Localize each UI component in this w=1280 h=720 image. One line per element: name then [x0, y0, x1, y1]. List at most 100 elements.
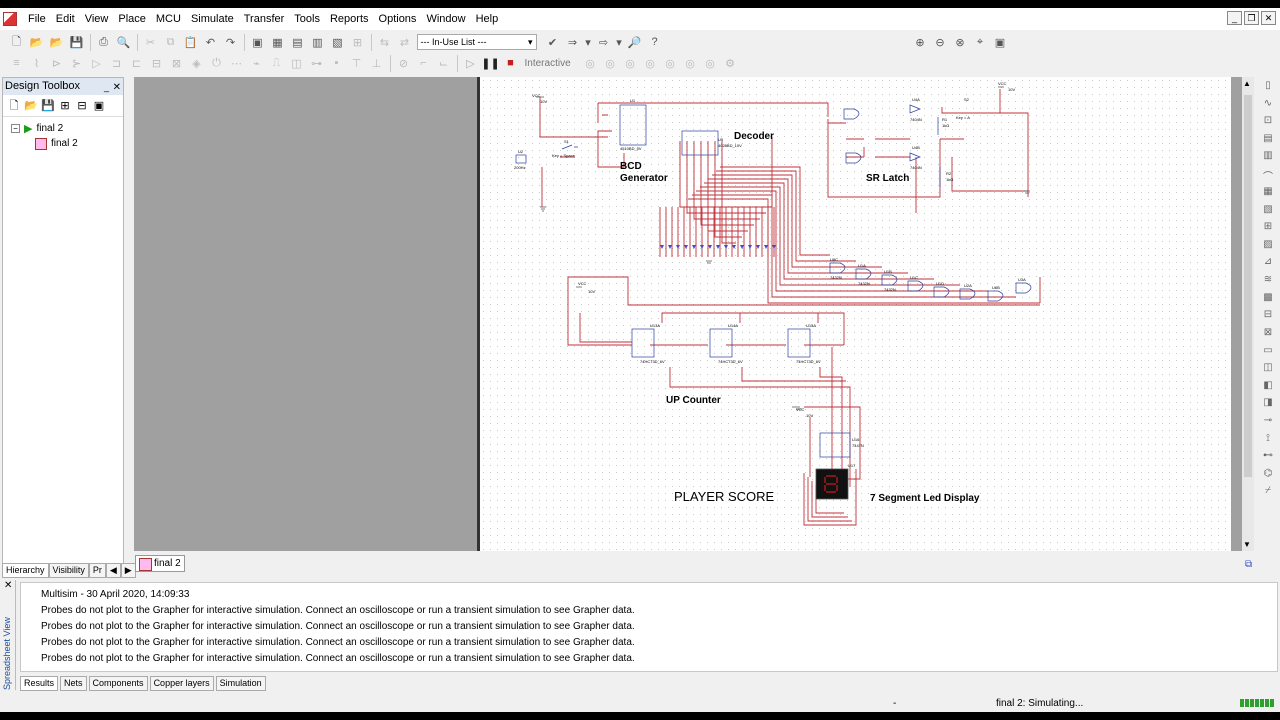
tab-copper-layers[interactable]: Copper layers [149, 676, 214, 691]
current-probe-icon[interactable]: ⊸ [1263, 414, 1273, 426]
new-sheet-icon[interactable]: ⊞ [60, 99, 70, 112]
run-icon[interactable]: ▷ [466, 57, 475, 70]
in-use-list-dropdown[interactable]: --- In-Use List --- [416, 34, 537, 50]
probe-icon[interactable]: ⊘ [398, 57, 409, 70]
menu-edit[interactable]: Edit [55, 13, 75, 25]
database-icon[interactable]: ▧ [332, 36, 343, 49]
u1-chip[interactable] [619, 104, 647, 146]
line-icon[interactable]: ⌙ [438, 57, 449, 70]
tree-item-sheet[interactable]: final 2 [11, 136, 123, 151]
undo-icon[interactable]: ↶ [205, 36, 216, 49]
component-wizard-icon[interactable]: ⊞ [352, 36, 363, 49]
fullscreen-icon[interactable]: ▣ [252, 36, 263, 49]
probe-diff-icon[interactable]: ◎ [665, 57, 675, 70]
u2-clock[interactable] [515, 154, 527, 164]
logic-analyzer-icon[interactable]: ▨ [1263, 238, 1273, 250]
menu-transfer[interactable]: Transfer [243, 13, 285, 25]
led-icons[interactable] [660, 245, 776, 249]
forward-annotate-icon[interactable]: ⇄ [399, 36, 410, 49]
probe-voltage-icon[interactable]: ◎ [585, 57, 595, 70]
postprocessor-icon[interactable]: ▥ [312, 36, 323, 49]
u14a-flipflop[interactable] [709, 328, 733, 358]
u16-decoder[interactable] [819, 432, 851, 458]
menu-place[interactable]: Place [118, 13, 146, 25]
stop-icon[interactable]: ■ [507, 57, 514, 69]
network-analyzer-icon[interactable]: ⊟ [1263, 309, 1273, 321]
copy-icon[interactable]: ⧉ [166, 35, 175, 48]
simulation-mode-label[interactable]: Interactive [524, 57, 571, 69]
tab-project[interactable]: Pr [88, 563, 106, 578]
u15a-flipflop[interactable] [787, 328, 811, 358]
tile-windows-icon[interactable]: ⧉ [1245, 559, 1253, 570]
app-icon[interactable] [3, 12, 17, 26]
tab-nets[interactable]: Nets [60, 676, 87, 691]
mixed-icon[interactable]: ⊠ [171, 57, 182, 70]
tab-simulation[interactable]: Simulation [215, 676, 266, 691]
iv-analyzer-icon[interactable]: ⊿ [1263, 256, 1273, 268]
collapse-icon[interactable]: − [11, 124, 20, 133]
minimize-panel-icon[interactable]: _ [103, 82, 109, 92]
tab-components[interactable]: Components [88, 676, 148, 691]
probe-current-icon[interactable]: ◎ [605, 57, 615, 70]
tab-scroll-left-icon[interactable]: ◀ [105, 563, 121, 578]
indicator-icon[interactable]: ◈ [192, 57, 201, 70]
wire-icon[interactable]: ⌐ [420, 57, 427, 69]
open-samples-icon[interactable]: 📂 [49, 36, 64, 49]
transistor-icon[interactable]: ⊱ [71, 57, 82, 70]
print-icon[interactable]: ⎙ [99, 35, 108, 48]
scroll-up-icon[interactable]: ▲ [1243, 79, 1251, 88]
misc-icon[interactable]: ⋯ [231, 57, 242, 70]
frequency-counter-icon[interactable]: ▦ [1263, 186, 1273, 198]
gear-icon[interactable]: ⚙ [725, 57, 735, 70]
rf-icon[interactable]: ⌁ [253, 57, 260, 70]
or-gate-chain[interactable] [829, 262, 1032, 302]
ttl-icon[interactable]: ⊐ [111, 57, 122, 70]
spectrum-analyzer-icon[interactable]: ▩ [1263, 291, 1273, 303]
function-generator-icon[interactable]: ∿ [1263, 97, 1273, 109]
sr-latch-gates[interactable] [843, 108, 862, 164]
zoom-area-icon[interactable]: ⊗ [955, 36, 965, 49]
measurement-probe-icon[interactable]: ⟟ [1266, 432, 1270, 444]
menu-view[interactable]: View [84, 13, 109, 25]
open-design-icon[interactable]: 📂 [24, 99, 38, 112]
schematic-sheet[interactable]: Decoder BCD Generator SR Latch UP Counte… [477, 77, 1231, 551]
menu-options[interactable]: Options [378, 13, 417, 25]
mcu-icon[interactable]: ▪ [334, 57, 339, 69]
seven-segment-display[interactable] [815, 468, 849, 500]
menu-reports[interactable]: Reports [329, 13, 369, 25]
pause-icon[interactable]: ❚❚ [481, 57, 500, 70]
chevron-down-icon[interactable]: ▾ [585, 36, 591, 49]
close-icon[interactable]: ✕ [1261, 11, 1276, 25]
oscilloscope-icon[interactable]: ▤ [1263, 132, 1273, 144]
power-icon[interactable]: ⏻ [212, 56, 221, 69]
transfer-icon[interactable]: ⇒ [567, 36, 578, 49]
cmos-icon[interactable]: ⊏ [131, 57, 142, 70]
zoom-in-icon[interactable]: ⊕ [915, 36, 925, 49]
bus-icon[interactable]: ⊥ [371, 57, 382, 70]
tab-results[interactable]: Results [20, 676, 59, 691]
ni-icon[interactable]: ◫ [291, 57, 302, 70]
probe-settings-icon[interactable]: ◎ [705, 57, 715, 70]
menu-tools[interactable]: Tools [294, 13, 320, 25]
agilent-generator-icon[interactable]: ⊠ [1263, 326, 1273, 338]
tab-hierarchy[interactable]: Hierarchy [2, 563, 49, 578]
distortion-analyzer-icon[interactable]: ≋ [1263, 274, 1273, 286]
tab-scroll-right-icon[interactable]: ▶ [120, 563, 136, 578]
tree-item-root[interactable]: − ▶ final 2 [11, 121, 123, 136]
four-channel-scope-icon[interactable]: ▥ [1263, 150, 1273, 162]
word-generator-icon[interactable]: ▧ [1263, 203, 1273, 215]
new-icon[interactable]: 🗋 [12, 35, 21, 48]
redo-icon[interactable]: ↷ [225, 36, 236, 49]
project-icon[interactable]: ▣ [93, 99, 105, 112]
scrollbar-thumb[interactable] [1244, 95, 1252, 477]
menu-help[interactable]: Help [475, 13, 499, 25]
export-icon[interactable]: ⇨ [598, 36, 609, 49]
hierarchical-icon[interactable]: ⊤ [351, 57, 362, 70]
misc-digital-icon[interactable]: ⊟ [151, 57, 162, 70]
delete-sheet-icon[interactable]: ⊟ [77, 99, 87, 112]
labview-icon[interactable]: ◨ [1263, 397, 1273, 409]
basic-icon[interactable]: ⌇ [33, 57, 40, 70]
schematic-diagram[interactable]: Decoder BCD Generator SR Latch UP Counte… [480, 77, 1230, 551]
print-preview-icon[interactable]: 🔍 [116, 36, 131, 49]
probe-power-icon[interactable]: ◎ [625, 57, 635, 70]
